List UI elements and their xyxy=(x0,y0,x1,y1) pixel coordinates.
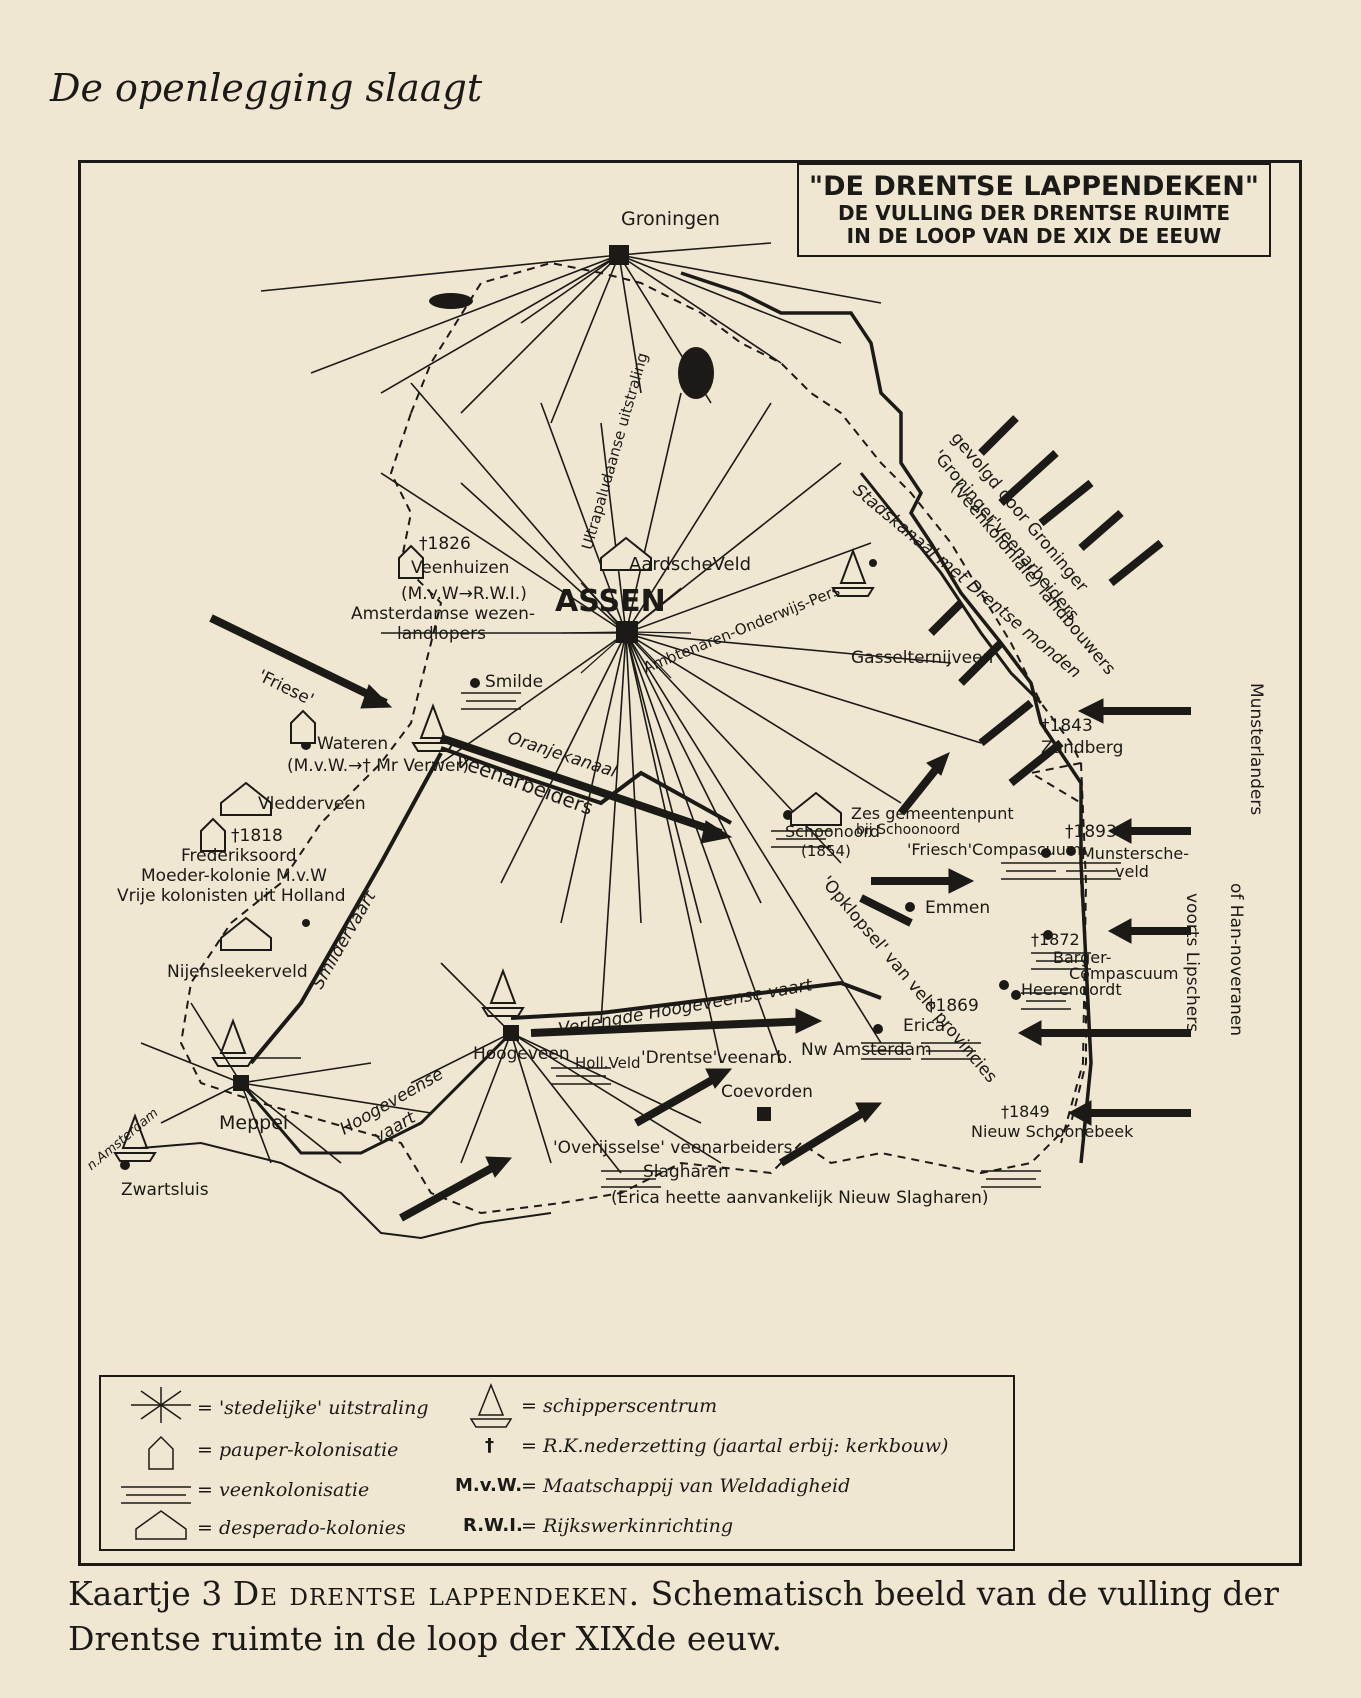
legend-rk-key: † xyxy=(485,1435,494,1456)
verlengde-vaart-line xyxy=(510,980,882,1020)
label-nwamsterdam: Nw Amsterdam xyxy=(801,1040,932,1060)
label-munsterscheveld2: veld xyxy=(1115,862,1149,881)
smildervaart-line xyxy=(249,752,443,1065)
oranjekanaal-line xyxy=(440,746,732,825)
label-zwartsluis: Zwartsluis xyxy=(121,1180,209,1200)
label-vrijekolonisten: Vrije kolonisten uit Holland xyxy=(117,886,346,906)
legend-mvw-key: M.v.W. xyxy=(455,1475,523,1496)
map-title-box: "DE DRENTSE LAPPENDEKEN" DE VULLING DER … xyxy=(797,163,1271,257)
groningen-rays xyxy=(260,242,882,424)
label-smilde: Smilde xyxy=(485,672,544,692)
label-aardscheveld: AardscheVeld xyxy=(629,554,752,575)
label-munsterscheveld: Munstersche- xyxy=(1081,844,1190,863)
meppel-marker xyxy=(233,1075,249,1091)
coevorden-marker xyxy=(757,1107,771,1121)
label-nijensleekerveld: Nijensleekerveld xyxy=(167,962,308,982)
colony-houses xyxy=(200,536,842,951)
lake-zuidlaardermeer xyxy=(678,347,714,399)
map-frame: "DE DRENTSE LAPPENDEKEN" DE VULLING DER … xyxy=(78,160,1302,1566)
label-slagharen: Slagharen xyxy=(643,1162,729,1182)
german-border xyxy=(1060,762,1088,1144)
legend-rwi: = Rijkswerkinrichting xyxy=(521,1515,734,1537)
schipperscentrum-boats xyxy=(113,548,875,1162)
legend-rwi-key: R.W.I. xyxy=(463,1515,523,1536)
southern-river xyxy=(140,1141,552,1240)
label-amsterdamse: Amsterdamse wezen- xyxy=(351,604,536,624)
eastern-border xyxy=(680,271,1093,1164)
label-erica-note: (Erica heette aanvankelijk Nieuw Slaghar… xyxy=(611,1188,989,1208)
label-schoonoord-year: (1854) xyxy=(801,842,851,860)
label-meppel: Meppel xyxy=(219,1112,289,1134)
route-hannoveranen: of Han-noveranen xyxy=(1226,883,1246,1037)
label-frederiksoord-year: †1818 xyxy=(231,826,283,846)
label-wateren-note: (M.v.W.→† Mr Verwer) xyxy=(287,756,470,776)
veenkolonisatie-symbols xyxy=(241,692,1121,1188)
page-header: De openlegging slaagt xyxy=(50,66,483,110)
label-erica: Erica xyxy=(903,1016,946,1036)
label-overijsselse: 'Overijsselse' veenarbeiders xyxy=(553,1138,793,1158)
map-subtitle-2: IN DE LOOP VAN DE XIX DE EEUW xyxy=(846,224,1222,248)
label-assen: ASSEN xyxy=(555,584,666,619)
label-veenhuizen-note: (M.v.W→R.W.I.) xyxy=(401,584,527,604)
meppel-rays xyxy=(140,1002,432,1164)
route-munsterlanders: Munsterlanders xyxy=(1246,683,1266,816)
label-compascuum: Compascuum xyxy=(1069,964,1179,983)
label-barger: Barger- xyxy=(1053,948,1112,967)
hoogeveensevaart-line xyxy=(239,1031,513,1155)
label-moederkolonie: Moeder-kolonie M.v.W xyxy=(141,866,327,886)
label-landlopers: landlopers xyxy=(397,624,486,644)
map-title: "DE DRENTSE LAPPENDEKEN" xyxy=(809,171,1259,202)
label-veenhuizen-year: †1826 xyxy=(419,534,471,554)
legend-desperado: = desperado-kolonies xyxy=(197,1517,406,1539)
lake-north xyxy=(429,293,473,309)
label-bijschoonoord: bij Schoonoord xyxy=(856,822,961,838)
legend-pauper: = pauper-kolonisatie xyxy=(197,1439,399,1461)
label-munster-year: †1893 xyxy=(1065,822,1117,842)
label-erica-year: †1869 xyxy=(927,996,979,1016)
label-veenhuizen: Veenhuizen xyxy=(411,558,510,578)
label-zes: Zes gemeentenpunt xyxy=(851,804,1014,823)
route-lipschers: voorts Lipschers xyxy=(1182,893,1202,1033)
legend-rk: = R.K.nederzetting (jaartal erbij: kerkb… xyxy=(521,1435,949,1457)
legend-stedelijke: = 'stedelijke' uitstraling xyxy=(197,1397,429,1419)
assen-rays xyxy=(380,382,982,1064)
label-nieuwschoonebeek: Nieuw Schoonebeek xyxy=(971,1122,1134,1141)
label-zandberg: Zandberg xyxy=(1041,738,1124,758)
label-drentse-veenarb: 'Drentse'veenarb. xyxy=(641,1048,793,1068)
migration-arrows xyxy=(209,415,1191,1222)
caption-prefix: Kaartje 3 xyxy=(68,1574,233,1613)
caption-title: De drentse lappendeken. xyxy=(232,1574,641,1613)
label-zandberg-year: †1843 xyxy=(1041,716,1093,736)
label-hoogeveen: Hoogeveen xyxy=(473,1044,570,1064)
label-gasselternijveen: Gasselternijveen xyxy=(851,648,994,668)
label-barger-year: †1872 xyxy=(1031,930,1080,949)
settlement-dots xyxy=(120,559,1076,1170)
label-nieuwschoonebeek-year: †1849 xyxy=(1001,1102,1050,1121)
groningen-marker xyxy=(609,245,629,265)
province-border xyxy=(179,261,1087,1215)
map-svg xyxy=(113,242,1191,1240)
label-groningen: Groningen xyxy=(621,208,720,230)
label-schoonoord: Schoonoord xyxy=(785,822,880,841)
label-heerendordt: Heerendordt xyxy=(1021,980,1122,999)
label-frederiksoord: Frederiksoord xyxy=(181,846,297,866)
figure-caption: Kaartje 3 De drentse lappendeken. Schema… xyxy=(68,1572,1308,1661)
caption-text: Schematisch beeld van de vulling der Dre… xyxy=(68,1574,1279,1658)
map-legend: = 'stedelijke' uitstraling = pauper-kolo… xyxy=(99,1375,1015,1551)
assen-starburst xyxy=(560,582,692,679)
label-friesch: 'Friesch'Compascuum xyxy=(907,840,1082,859)
label-coevorden: Coevorden xyxy=(721,1082,813,1102)
label-wateren: Wateren xyxy=(317,734,389,754)
legend-schipperscentrum: = schipperscentrum xyxy=(521,1395,718,1417)
map-subtitle-1: DE VULLING DER DRENTSE RUIMTE xyxy=(838,201,1230,225)
label-hollveld: Holl.Veld xyxy=(575,1054,641,1072)
hoogeveen-marker xyxy=(503,1025,519,1041)
legend-symbols xyxy=(121,1382,513,1540)
label-emmen: Emmen xyxy=(925,898,991,918)
legend-mvw: = Maatschappij van Weldadigheid xyxy=(521,1475,851,1497)
label-vledderveen: Vledderveen xyxy=(258,794,366,814)
legend-veenkolonisatie: = veenkolonisatie xyxy=(197,1479,370,1501)
